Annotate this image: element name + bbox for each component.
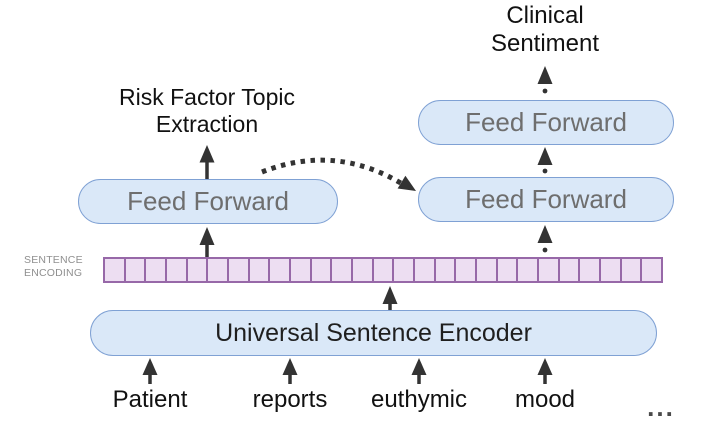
- encoding-cell: [518, 259, 537, 281]
- encoding-cell: [456, 259, 475, 281]
- encoding-cell: [228, 259, 248, 281]
- arrow-left-ff-to-risk-label: [199, 145, 215, 179]
- encoding-cell: [105, 259, 124, 281]
- encoding-cell: [435, 259, 455, 281]
- arrow-token-reports-to-encoder: [282, 358, 298, 384]
- dotted-arrow-upper-ff-to-clinical-label: [537, 66, 553, 94]
- encoding-cell: [146, 259, 165, 281]
- encoding-cell: [373, 259, 393, 281]
- input-token-patient: Patient: [112, 386, 188, 413]
- encoding-cell: [166, 259, 186, 281]
- encoding-cell: [559, 259, 579, 281]
- feed-forward-box-sentiment-upper: Feed Forward: [418, 100, 674, 145]
- input-token-reports: reports: [252, 386, 328, 413]
- encoding-cell: [476, 259, 496, 281]
- encoding-cell: [270, 259, 289, 281]
- encoding-cell: [290, 259, 310, 281]
- sentence-encoding-label: SENTENCE ENCODING: [24, 254, 83, 279]
- encoding-cell: [208, 259, 227, 281]
- encoding-cell: [311, 259, 331, 281]
- encoding-cell: [621, 259, 641, 281]
- arrow-encoder-to-strip: [382, 286, 398, 310]
- encoding-cell: [394, 259, 413, 281]
- input-token-mood: mood: [514, 386, 576, 413]
- clinical-sentiment-label: Clinical Sentiment: [490, 2, 600, 57]
- ellipsis-label: ...: [647, 392, 675, 422]
- input-token-euthymic: euthymic: [370, 386, 468, 413]
- arrow-strip-to-left-ff: [199, 227, 215, 257]
- encoding-cell: [538, 259, 558, 281]
- encoding-cell: [125, 259, 145, 281]
- universal-sentence-encoder-box: Universal Sentence Encoder: [90, 310, 657, 356]
- feed-forward-box-sentiment-lower: Feed Forward: [418, 177, 674, 222]
- encoding-cell: [497, 259, 517, 281]
- encoding-cell: [187, 259, 207, 281]
- arrow-token-mood-to-encoder: [537, 358, 553, 384]
- encoding-cell: [600, 259, 620, 281]
- risk-factor-topic-extraction-label: Risk Factor Topic Extraction: [119, 84, 295, 137]
- arrow-token-euthymic-to-encoder: [411, 358, 427, 384]
- feed-forward-box-risk-factor: Feed Forward: [78, 179, 338, 224]
- arrow-token-patient-to-encoder: [142, 358, 158, 384]
- dotted-arrow-lower-ff-to-upper-ff: [537, 147, 553, 174]
- encoding-cell: [332, 259, 351, 281]
- dotted-arrow-strip-to-lower-ff: [537, 225, 553, 253]
- encoding-cell: [580, 259, 599, 281]
- encoding-cell: [352, 259, 372, 281]
- sentence-encoding-strip: [103, 257, 663, 283]
- encoding-cell: [249, 259, 269, 281]
- encoding-cell: [642, 259, 661, 281]
- encoding-cell: [414, 259, 434, 281]
